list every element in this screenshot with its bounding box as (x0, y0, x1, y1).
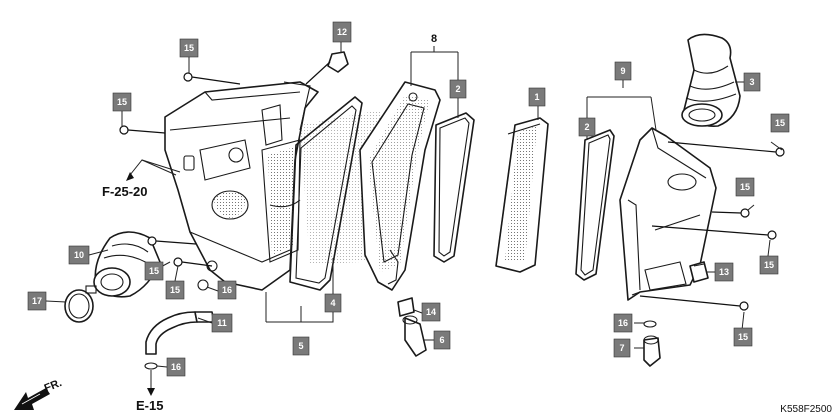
svg-text:FR.: FR. (43, 377, 64, 395)
svg-text:15: 15 (117, 97, 127, 107)
callout-15: 15 (770, 113, 790, 133)
callout-5: 5 (292, 336, 310, 356)
ref-arrow-icon (126, 172, 134, 181)
screw-icon (711, 208, 750, 218)
callout-15: 15 (179, 38, 199, 58)
callout-7: 7 (613, 338, 631, 358)
svg-text:12: 12 (337, 27, 347, 37)
svg-text:10: 10 (74, 250, 84, 260)
svg-text:13: 13 (719, 267, 729, 277)
clip-14 (397, 297, 415, 317)
filter-element (495, 117, 549, 273)
callout-4: 4 (324, 293, 342, 313)
callout-15: 15 (144, 261, 164, 281)
callout-15: 15 (733, 327, 753, 347)
svg-text:17: 17 (32, 296, 42, 306)
callout-15: 15 (759, 255, 779, 275)
screw-icon (639, 295, 749, 311)
connecting-tube-3 (681, 33, 741, 127)
svg-text:4: 4 (330, 298, 335, 308)
callout-16: 16 (217, 280, 237, 300)
screw-icon (651, 225, 777, 240)
screw-icon (147, 236, 197, 246)
svg-text:2: 2 (455, 84, 460, 94)
svg-text:15: 15 (775, 118, 785, 128)
group-label-8: 8 (431, 33, 437, 45)
svg-text:15: 15 (764, 260, 774, 270)
callout-16: 16 (613, 313, 633, 333)
bolt-12 (305, 51, 349, 85)
seal-2-right (575, 129, 615, 281)
clip-16-case (197, 260, 218, 291)
drain-plug-6 (402, 315, 427, 357)
svg-text:16: 16 (222, 285, 232, 295)
svg-text:7: 7 (619, 343, 624, 353)
ref-arrow-icon (147, 388, 155, 396)
callout-15: 15 (112, 92, 132, 112)
svg-text:15: 15 (184, 43, 194, 53)
air-cleaner-cover (619, 127, 717, 301)
front-direction-arrow: FR. (14, 377, 64, 410)
callout-13: 13 (714, 262, 734, 282)
callout-1: 1 (528, 87, 546, 107)
svg-text:2: 2 (584, 122, 589, 132)
air-cleaner-case (164, 81, 319, 291)
connecting-tube-10 (93, 231, 161, 298)
svg-text:15: 15 (740, 182, 750, 192)
element-frame (359, 81, 441, 291)
screw-icon (183, 72, 241, 85)
callout-6: 6 (433, 330, 451, 350)
callout-17: 17 (27, 291, 47, 311)
svg-text:14: 14 (426, 307, 436, 317)
svg-text:15: 15 (170, 285, 180, 295)
svg-text:15: 15 (149, 266, 159, 276)
seal-2-center (433, 112, 475, 263)
callout-3: 3 (743, 72, 761, 92)
clip-16-right (643, 320, 657, 328)
svg-text:6: 6 (439, 335, 444, 345)
nut-13 (689, 261, 709, 283)
svg-text:16: 16 (618, 318, 628, 328)
svg-text:1: 1 (534, 92, 539, 102)
svg-text:5: 5 (298, 341, 303, 351)
callout-11: 11 (211, 313, 233, 333)
callout-15: 15 (735, 177, 755, 197)
band-17 (64, 285, 97, 323)
svg-text:3: 3 (749, 77, 754, 87)
callout-2: 2 (449, 79, 467, 99)
drain-tube-11 (145, 311, 215, 355)
callout-9: 9 (614, 61, 632, 81)
callout-15: 15 (165, 280, 185, 300)
svg-text:11: 11 (217, 318, 227, 328)
svg-text:15: 15 (738, 332, 748, 342)
callout-12: 12 (332, 21, 352, 43)
clip-16-tube (144, 362, 158, 370)
seal-4 (289, 96, 363, 291)
screw-icon (119, 125, 166, 135)
callout-2: 2 (578, 117, 596, 137)
callout-10: 10 (68, 245, 90, 265)
svg-text:9: 9 (620, 66, 625, 76)
reference-f-25-20: F-25-20 (102, 184, 148, 199)
svg-text:16: 16 (171, 362, 181, 372)
leader-lines (45, 42, 783, 390)
reference-e-15: E-15 (136, 398, 163, 413)
drain-plug-7 (643, 335, 661, 367)
diagram-code: K558F2500 (780, 404, 832, 415)
callout-16: 16 (166, 357, 186, 377)
callout-14: 14 (421, 302, 441, 322)
